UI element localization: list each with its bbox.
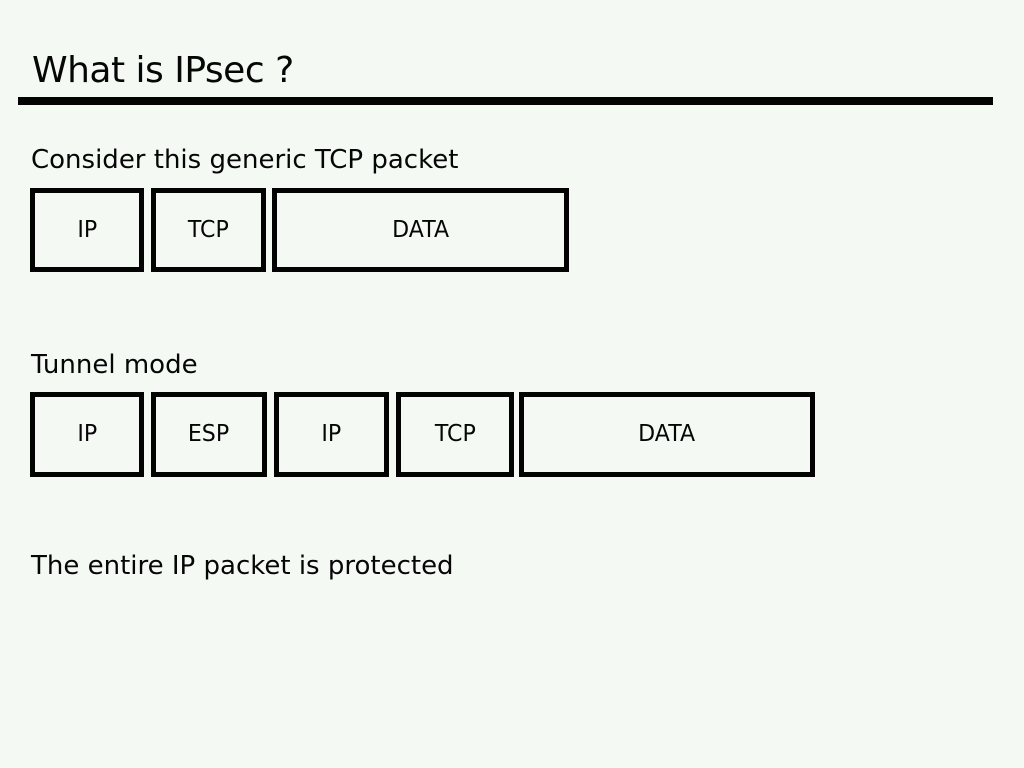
packet-field-label: DATA (638, 421, 696, 447)
packet-field-label: TCP (188, 216, 229, 243)
packet-field-esp: ESP (151, 392, 267, 477)
packet-field-tcp: TCP (396, 392, 514, 477)
section-generic-caption: Consider this generic TCP packet (31, 145, 459, 175)
packet-field-inner-ip: IP (274, 392, 389, 477)
section-tunnel-caption: Tunnel mode (31, 350, 198, 380)
packet-field-tcp: TCP (151, 188, 266, 272)
packet-field-label: DATA (392, 216, 449, 243)
title-underline-rule (18, 97, 993, 105)
packet-field-label: ESP (188, 421, 230, 447)
packet-field-label: IP (321, 421, 342, 447)
packet-field-label: TCP (434, 421, 476, 447)
conclusion-text: The entire IP packet is protected (31, 551, 454, 581)
packet-field-label: IP (77, 216, 97, 243)
slide-title: What is IPsec ? (32, 50, 294, 91)
packet-field-outer-ip: IP (30, 392, 144, 477)
packet-field-data: DATA (272, 188, 569, 272)
packet-field-data: DATA (519, 392, 815, 477)
packet-field-ip: IP (30, 188, 144, 272)
packet-field-label: IP (77, 421, 97, 447)
